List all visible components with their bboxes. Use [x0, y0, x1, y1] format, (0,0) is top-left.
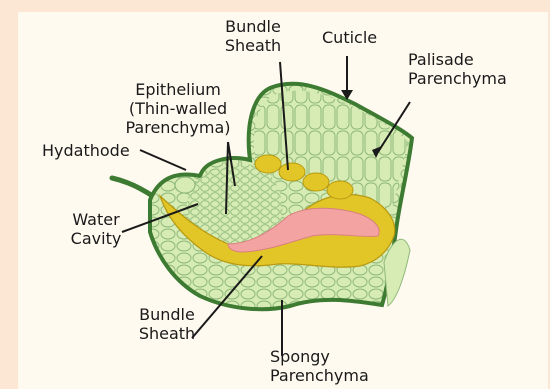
label-spongy-parenchyma: Spongy Parenchyma [270, 347, 369, 385]
label-water-cavity: Water Cavity [66, 210, 126, 248]
spongy-region [210, 262, 384, 303]
label-hydathode: Hydathode [42, 141, 130, 160]
label-cuticle: Cuticle [322, 28, 377, 47]
label-palisade-parenchyma: Palisade Parenchyma [408, 50, 507, 88]
pointer-hydathode [140, 150, 186, 170]
label-bundle-sheath-top: Bundle Sheath [218, 17, 288, 55]
label-bundle-sheath-bottom: Bundle Sheath [132, 305, 202, 343]
label-epithelium: Epithelium (Thin-walled Parenchyma) [120, 80, 236, 137]
hydathode-tip [175, 177, 195, 193]
